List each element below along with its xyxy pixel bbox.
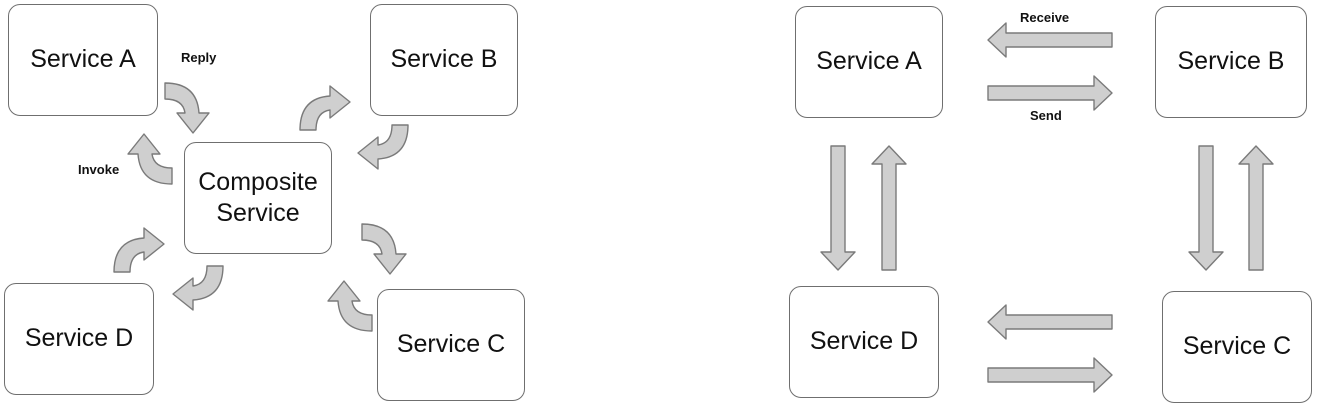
left-service-a-label: Service A (30, 45, 136, 74)
right-service-d-label: Service D (809, 327, 919, 356)
left-service-c-label: Service C (396, 330, 506, 359)
arrow-composite-to-d (172, 265, 224, 311)
send-arrow-a-to-b (987, 75, 1113, 111)
send-label: Send (1030, 108, 1062, 123)
right-service-b-label: Service B (1177, 47, 1285, 76)
arrow-composite-to-c (361, 223, 407, 275)
right-service-c-box: Service C (1162, 291, 1312, 403)
left-service-c-box: Service C (377, 289, 525, 401)
composite-label-line2: Service (216, 199, 300, 227)
left-service-d-label: Service D (24, 324, 134, 353)
right-service-b-box: Service B (1155, 6, 1307, 118)
composite-service-box: Composite Service (184, 142, 332, 254)
invoke-arrow-composite-to-a (127, 133, 173, 185)
left-service-a-box: Service A (8, 4, 158, 116)
arrow-a-to-d (820, 145, 856, 271)
receive-label: Receive (1020, 10, 1070, 25)
right-service-a-box: Service A (795, 6, 943, 118)
arrow-b-to-composite (357, 124, 409, 170)
right-service-d-box: Service D (789, 286, 939, 398)
right-service-a-label: Service A (816, 47, 922, 76)
arrow-d-to-c (987, 357, 1113, 393)
arrow-c-to-b (1238, 145, 1274, 271)
left-service-b-box: Service B (370, 4, 518, 116)
arrow-c-to-d (987, 304, 1113, 340)
invoke-label: Invoke (78, 162, 120, 177)
arrow-d-to-composite (113, 227, 165, 273)
reply-label: Reply (181, 50, 217, 65)
composite-label-line1: Composite (198, 167, 318, 196)
arrow-composite-to-b (299, 85, 351, 131)
left-service-b-label: Service B (390, 45, 498, 74)
arrow-c-to-composite (327, 280, 373, 332)
arrow-d-to-a (871, 145, 907, 271)
arrow-b-to-c (1188, 145, 1224, 271)
left-service-d-box: Service D (4, 283, 154, 395)
right-service-c-label: Service C (1182, 332, 1292, 361)
reply-arrow-a-to-composite (164, 82, 210, 134)
receive-arrow-b-to-a (987, 22, 1113, 58)
